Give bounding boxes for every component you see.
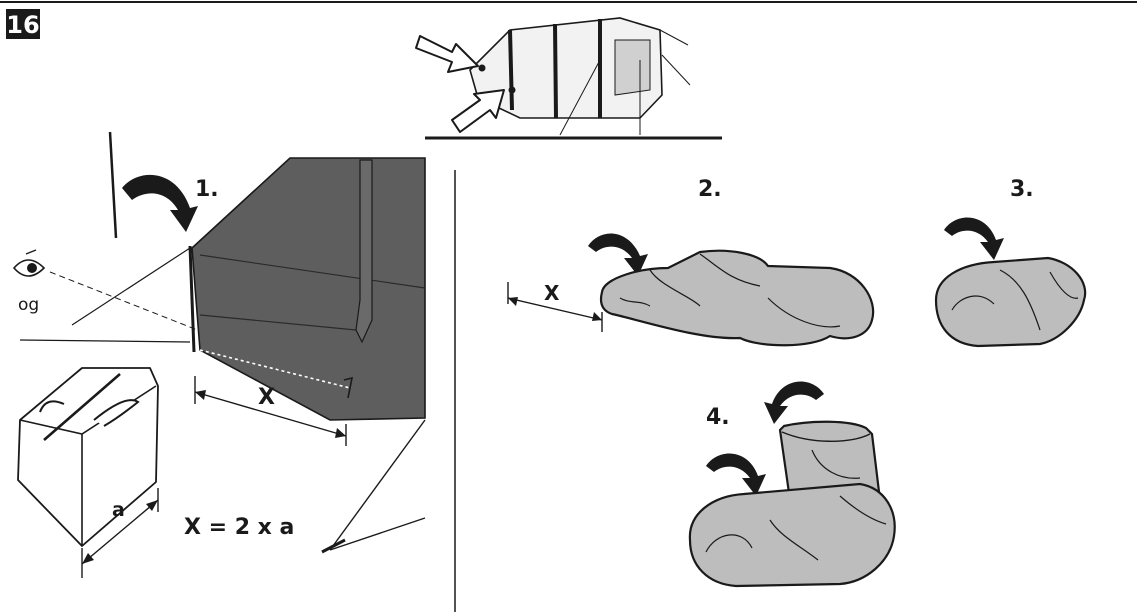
curved-arrow-icon bbox=[122, 174, 198, 232]
fold-x-line bbox=[507, 297, 603, 321]
dimension-a-arrow-right bbox=[146, 500, 158, 511]
stacked-roll-crease-1 bbox=[705, 534, 753, 553]
tent-bottom-edge bbox=[199, 349, 351, 389]
curved-arrow-icon bbox=[944, 217, 1004, 260]
folded-tent-crease-2 bbox=[699, 253, 761, 287]
bag-handle-2 bbox=[93, 399, 140, 427]
tent-peg bbox=[343, 376, 354, 399]
fold-x-label: X bbox=[544, 281, 560, 305]
formula-text: X = 2 x a bbox=[184, 515, 294, 540]
folded-tent-crease-3 bbox=[767, 297, 841, 328]
folded-tent-crease-1 bbox=[649, 269, 701, 307]
overview-tent-tube-1 bbox=[508, 29, 514, 111]
rolled-tent-crease-1 bbox=[951, 295, 995, 311]
step-badge-background bbox=[6, 9, 40, 39]
stacked-roll-crease-4 bbox=[811, 449, 861, 479]
curved-arrow-icon bbox=[706, 453, 766, 496]
guy-line-3 bbox=[329, 419, 426, 551]
step4-illustration: 4. bbox=[688, 381, 896, 588]
step2-illustration: 2. X bbox=[507, 177, 875, 347]
fold-x-arrow-right bbox=[592, 312, 602, 321]
overview-marker-dot-2 bbox=[508, 86, 516, 94]
step3-illustration: 3. bbox=[934, 177, 1087, 348]
step-badge-number: 16 bbox=[6, 11, 39, 39]
tent-overview-illustration bbox=[415, 17, 722, 140]
overview-guy-line-1 bbox=[659, 29, 689, 46]
eye-icon bbox=[12, 249, 46, 277]
tent-wall-seam-2 bbox=[199, 314, 357, 331]
dimension-a-line bbox=[81, 499, 159, 565]
rolled-tent-crease-2 bbox=[999, 269, 1041, 331]
overview-marker-dot-1 bbox=[478, 64, 486, 72]
curved-arrow-icon bbox=[588, 233, 648, 276]
stacked-roll-bottom bbox=[688, 482, 896, 588]
step4-number: 4. bbox=[706, 405, 730, 430]
dimension-x-label: X bbox=[258, 385, 275, 410]
guy-line-4 bbox=[329, 517, 426, 551]
pointer-arrow-icon bbox=[451, 89, 505, 133]
step1-number: 1. bbox=[195, 177, 219, 202]
stacked-roll-crease-3 bbox=[839, 495, 887, 525]
curved-arrow-icon bbox=[764, 381, 824, 424]
overview-tent-window bbox=[614, 39, 651, 96]
tent-door-zip bbox=[355, 159, 373, 344]
tent-side-wall bbox=[191, 157, 426, 421]
dimension-x-arrow-left bbox=[195, 390, 206, 400]
guy-peg bbox=[321, 538, 346, 554]
dimension-x-line bbox=[194, 391, 347, 437]
bag-handle-1 bbox=[39, 400, 65, 413]
step1-illustration: 1. og X bbox=[12, 131, 426, 578]
overview-guy-line-2 bbox=[661, 54, 691, 86]
stacked-roll-crease-2 bbox=[769, 519, 819, 561]
overview-guy-line-3 bbox=[559, 59, 601, 136]
stacked-roll-top bbox=[778, 420, 882, 502]
pointer-arrow-icon bbox=[415, 35, 479, 73]
guy-line-2 bbox=[19, 339, 191, 343]
step3-number: 3. bbox=[1010, 177, 1034, 202]
guy-line-1 bbox=[71, 247, 191, 326]
tent-corner-pole bbox=[188, 245, 196, 353]
eye-label: og bbox=[18, 295, 39, 315]
folded-tent-crease-4 bbox=[619, 297, 651, 307]
loose-pole bbox=[108, 131, 118, 239]
overview-tent-tube-2 bbox=[553, 23, 558, 119]
step2-number: 2. bbox=[698, 177, 722, 202]
bag-body bbox=[17, 367, 159, 547]
dimension-a-arrow-left bbox=[82, 553, 94, 564]
step-badge: 16 bbox=[6, 9, 40, 39]
tent-wall-seam-1 bbox=[199, 254, 426, 289]
bag-zipper bbox=[43, 373, 121, 441]
dimension-x-arrow-right bbox=[335, 428, 346, 438]
rolled-tent-crease-3 bbox=[1049, 271, 1079, 299]
dimension-a-label: a bbox=[112, 499, 125, 521]
stacked-roll-rim bbox=[781, 431, 871, 442]
rolled-tent-half bbox=[934, 256, 1087, 348]
fold-x-arrow-left bbox=[508, 297, 518, 306]
carry-bag bbox=[17, 367, 159, 547]
